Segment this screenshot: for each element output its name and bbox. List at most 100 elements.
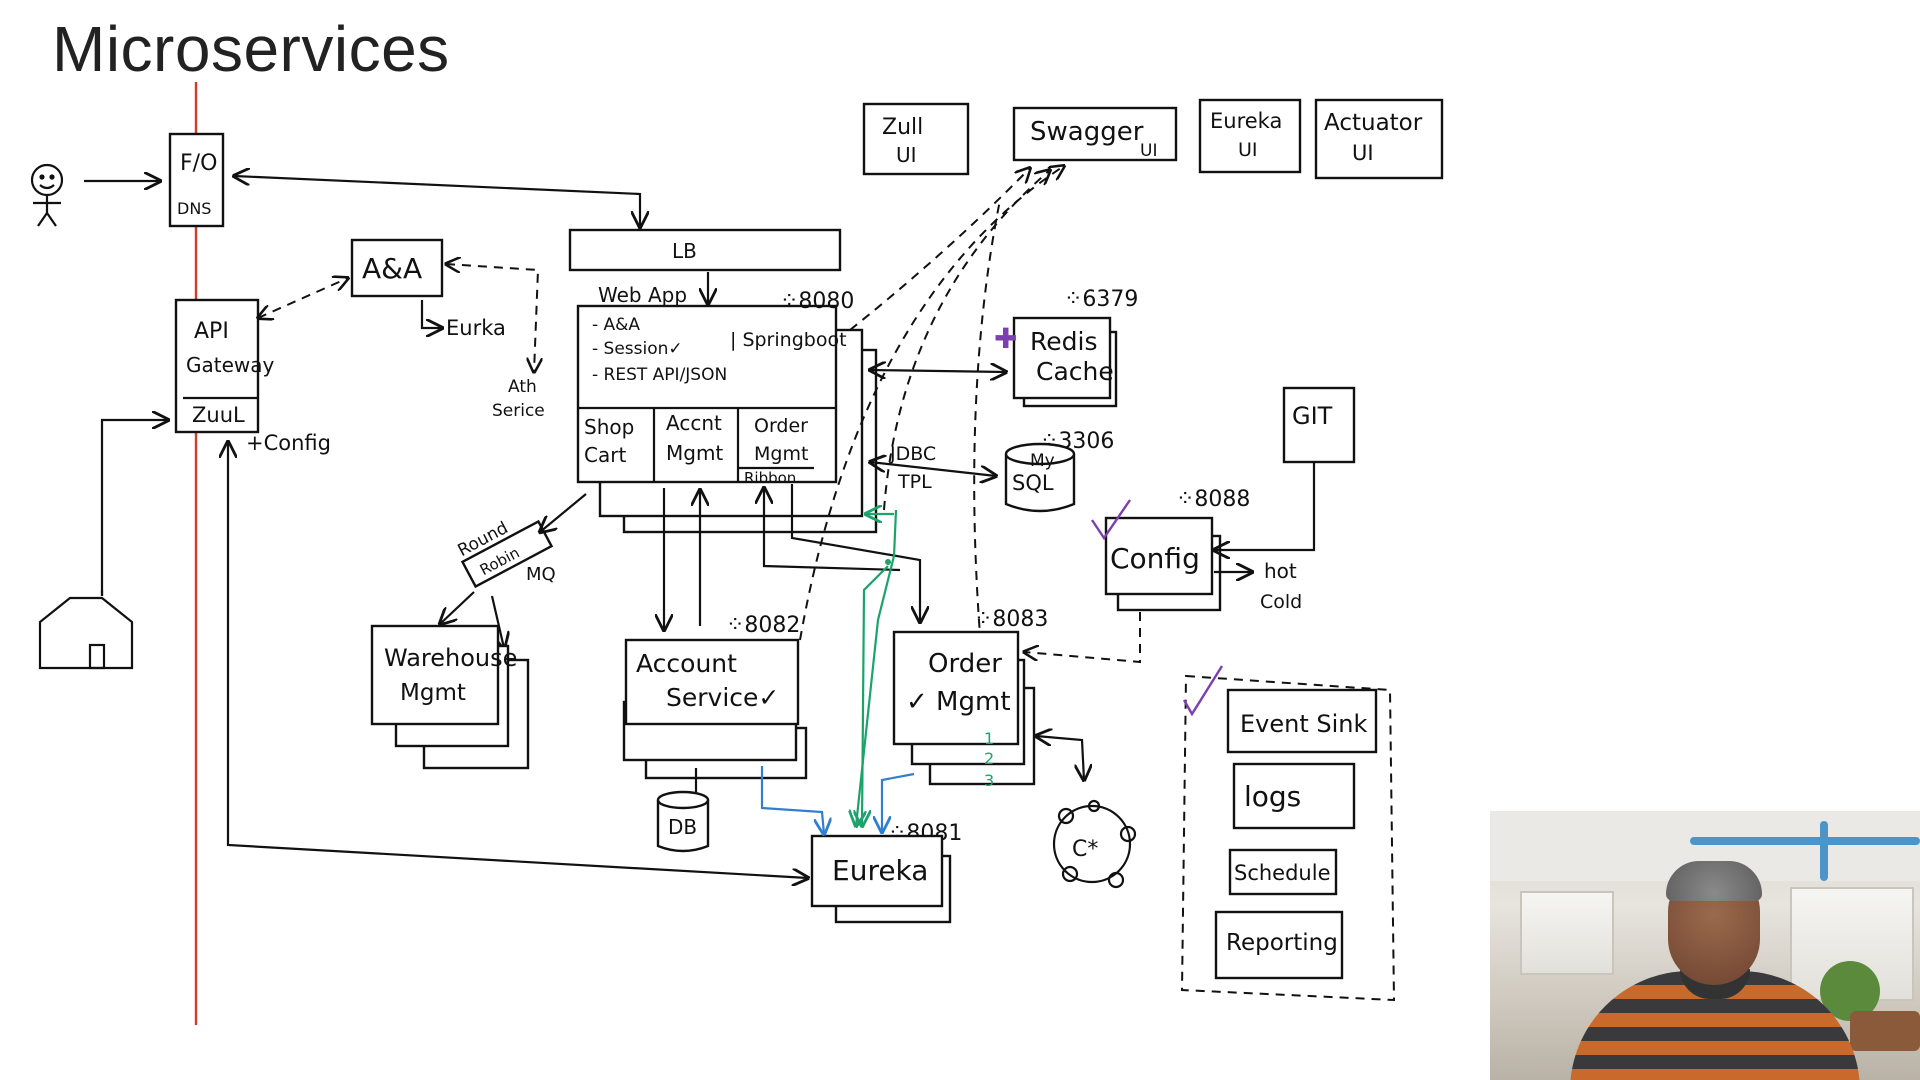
feature-aa: - A&A [592, 315, 640, 335]
auth-service-label-2: Serice [492, 401, 545, 421]
account-service-box[interactable] [624, 638, 800, 726]
dns-label: DNS [177, 199, 211, 218]
logs-box[interactable] [1232, 762, 1356, 830]
web-app-label: Web App [598, 283, 687, 307]
zuul-ui-label-1: Zull [882, 115, 923, 140]
feature-rest: - REST API/JSON [592, 365, 727, 385]
account-label: Account [636, 649, 737, 678]
ribbon-label: Ribbon [744, 469, 796, 487]
swagger-ui-box[interactable] [1012, 106, 1178, 162]
auth-service-label-1: Ath [508, 377, 537, 397]
event-sink-box[interactable] [1226, 688, 1378, 754]
order-mgmt-box[interactable] [892, 630, 1020, 746]
cassandra-label: C* [1072, 837, 1098, 862]
db-label: DB [668, 815, 697, 839]
aa-box[interactable] [350, 238, 444, 298]
api-gateway-box[interactable] [174, 298, 260, 434]
hot-label: hot [1264, 559, 1297, 583]
cold-label: Cold [1260, 591, 1302, 613]
zuul-ui-label-2: UI [896, 143, 917, 167]
fo-label: F/O [180, 151, 217, 176]
house-icon [38, 596, 134, 670]
tpl-label: TPL [897, 471, 932, 493]
page-title: Microservices [52, 13, 450, 85]
db-cylinder[interactable] [656, 790, 710, 853]
presenter-webcam [1490, 811, 1920, 1080]
zuul-ui-box[interactable] [862, 102, 970, 176]
accnt-mgmt-label: Mgmt [666, 441, 723, 465]
git-box[interactable] [1282, 386, 1356, 464]
shop-label: Shop [584, 415, 634, 439]
event-sink-check-icon [1182, 665, 1224, 717]
web-app-stack[interactable] [576, 304, 878, 534]
order-mgmt-label-1: Order [928, 649, 1002, 679]
mysql-label-1: My [1030, 451, 1055, 471]
eurka-label: Eurka [446, 316, 506, 340]
config-check-icon [1091, 499, 1131, 541]
service-label: Service✓ [666, 683, 779, 712]
user-icon [30, 163, 64, 227]
webcam-pipe-vertical [1820, 821, 1828, 881]
jdbc-label: JDBC [889, 443, 936, 465]
webcam-window-left [1520, 891, 1614, 975]
logs-label: logs [1244, 780, 1301, 813]
webcam-pipe [1690, 837, 1920, 845]
springboot-label: | Springboot [730, 329, 847, 351]
actuator-ui-label-1: Actuator [1324, 110, 1423, 136]
order-label: Order [754, 415, 808, 437]
webcam-sofa [1850, 1011, 1920, 1051]
actuator-ui-box[interactable] [1314, 98, 1444, 180]
reporting-label: Reporting [1226, 930, 1338, 956]
config-link-label: +Config [246, 431, 331, 455]
eureka-box[interactable] [810, 834, 944, 908]
mq-label: MQ [526, 564, 556, 585]
redis-label: Redis [1030, 327, 1097, 356]
mysql-label-2: SQL [1012, 471, 1054, 495]
config-label: Config [1110, 542, 1200, 575]
eureka-ui-box[interactable] [1198, 98, 1302, 174]
accnt-label: Accnt [666, 411, 722, 435]
git-label: GIT [1292, 402, 1333, 430]
order-step-1: 1 [984, 729, 994, 748]
reporting-box[interactable] [1214, 910, 1344, 980]
zuul-label: ZuuL [192, 403, 245, 427]
redis-port: ⁘6379 [1064, 287, 1138, 312]
eureka-ui-label-1: Eureka [1210, 109, 1282, 133]
feature-session: - Session✓ [592, 339, 683, 359]
order-mgmt-port: ⁘8083 [974, 607, 1048, 632]
actuator-ui-label-2: UI [1352, 141, 1374, 165]
order-step-2: 2 [984, 749, 994, 768]
eureka-label: Eureka [832, 854, 928, 887]
aa-label: A&A [362, 252, 422, 285]
config-box[interactable] [1104, 516, 1214, 596]
redis-cache-box[interactable] [1012, 316, 1112, 400]
order-mgmt-label: Mgmt [754, 443, 808, 465]
swagger-ui-sub: UI [1140, 141, 1157, 161]
warehouse-label: Warehouse [384, 644, 517, 672]
fo-dns-box[interactable] [168, 132, 225, 228]
mysql-cylinder[interactable] [1004, 442, 1076, 513]
warehouse-mgmt-box[interactable] [370, 624, 500, 726]
cache-label: Cache [1036, 357, 1114, 386]
presenter-hair [1666, 861, 1762, 901]
event-sink-group [1180, 674, 1396, 1002]
plus-icon: ✚ [994, 322, 1017, 355]
api-label: API [194, 319, 229, 344]
order-mgmt-label-2: ✓ Mgmt [906, 687, 1011, 717]
swagger-ui-label: Swagger [1030, 117, 1144, 147]
web-app-port: ⁘8080 [780, 289, 854, 314]
event-sink-label: Event Sink [1240, 710, 1367, 738]
config-port: ⁘8088 [1176, 487, 1250, 512]
schedule-box[interactable] [1228, 848, 1338, 896]
lb-box[interactable] [568, 228, 842, 272]
eureka-ui-label-2: UI [1238, 139, 1258, 161]
cart-label: Cart [584, 443, 626, 467]
gateway-label: Gateway [186, 353, 275, 377]
account-service-port: ⁘8082 [726, 613, 800, 638]
warehouse-mgmt-label: Mgmt [400, 680, 466, 706]
order-step-3: 3 [984, 771, 994, 790]
schedule-label: Schedule [1234, 861, 1331, 885]
cassandra-ring[interactable] [1052, 799, 1137, 889]
lb-label: LB [672, 239, 697, 263]
